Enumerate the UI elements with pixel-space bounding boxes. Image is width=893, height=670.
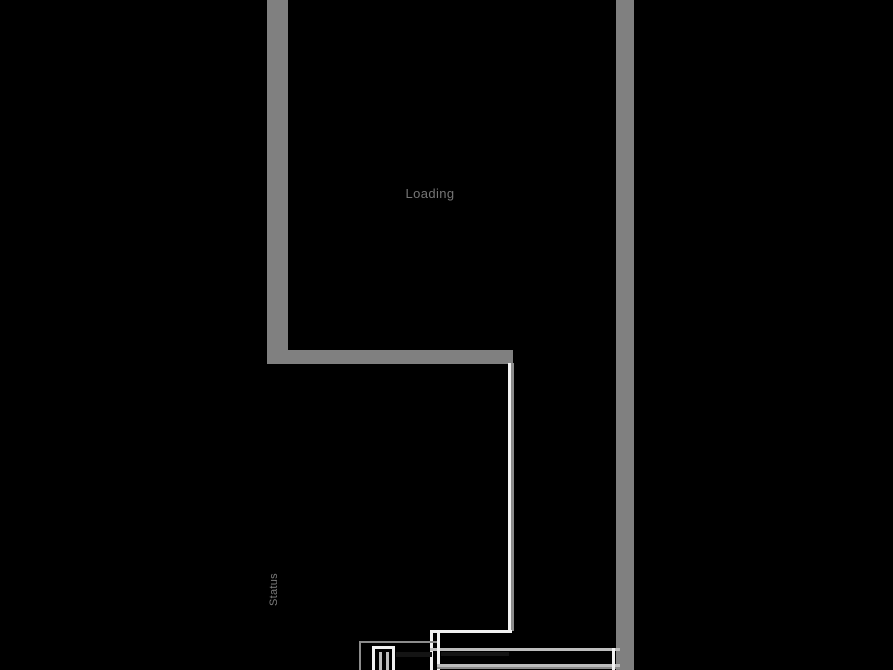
step-middle-riser <box>437 633 440 670</box>
step-middle-ledge <box>430 648 620 651</box>
step-shadow-upper <box>396 652 432 657</box>
horizontal-divider <box>267 350 513 364</box>
vertical-connector-shadow <box>511 363 514 631</box>
inner-bracket-left <box>372 646 375 670</box>
outer-bracket-top <box>359 641 437 643</box>
bottom-horizontal-rail-shadow <box>437 667 620 669</box>
bottom-horizontal-rail <box>437 664 620 667</box>
outer-bracket-left <box>359 641 361 670</box>
inner-bracket-right <box>392 646 395 670</box>
step-shadow-lower <box>441 652 509 656</box>
vertical-connector-line <box>508 363 511 631</box>
inner-bracket-top <box>372 646 395 649</box>
bottom-rail-right-cap <box>612 648 615 670</box>
right-vertical-divider <box>616 0 634 670</box>
inner-bracket-inner-right <box>386 652 389 670</box>
inner-bracket-inner-left <box>379 652 382 670</box>
left-vertical-divider <box>267 0 288 363</box>
step-upper-ledge <box>430 630 512 633</box>
center-status-text: Loading <box>405 186 455 201</box>
rotated-status-text: Status <box>268 573 280 606</box>
